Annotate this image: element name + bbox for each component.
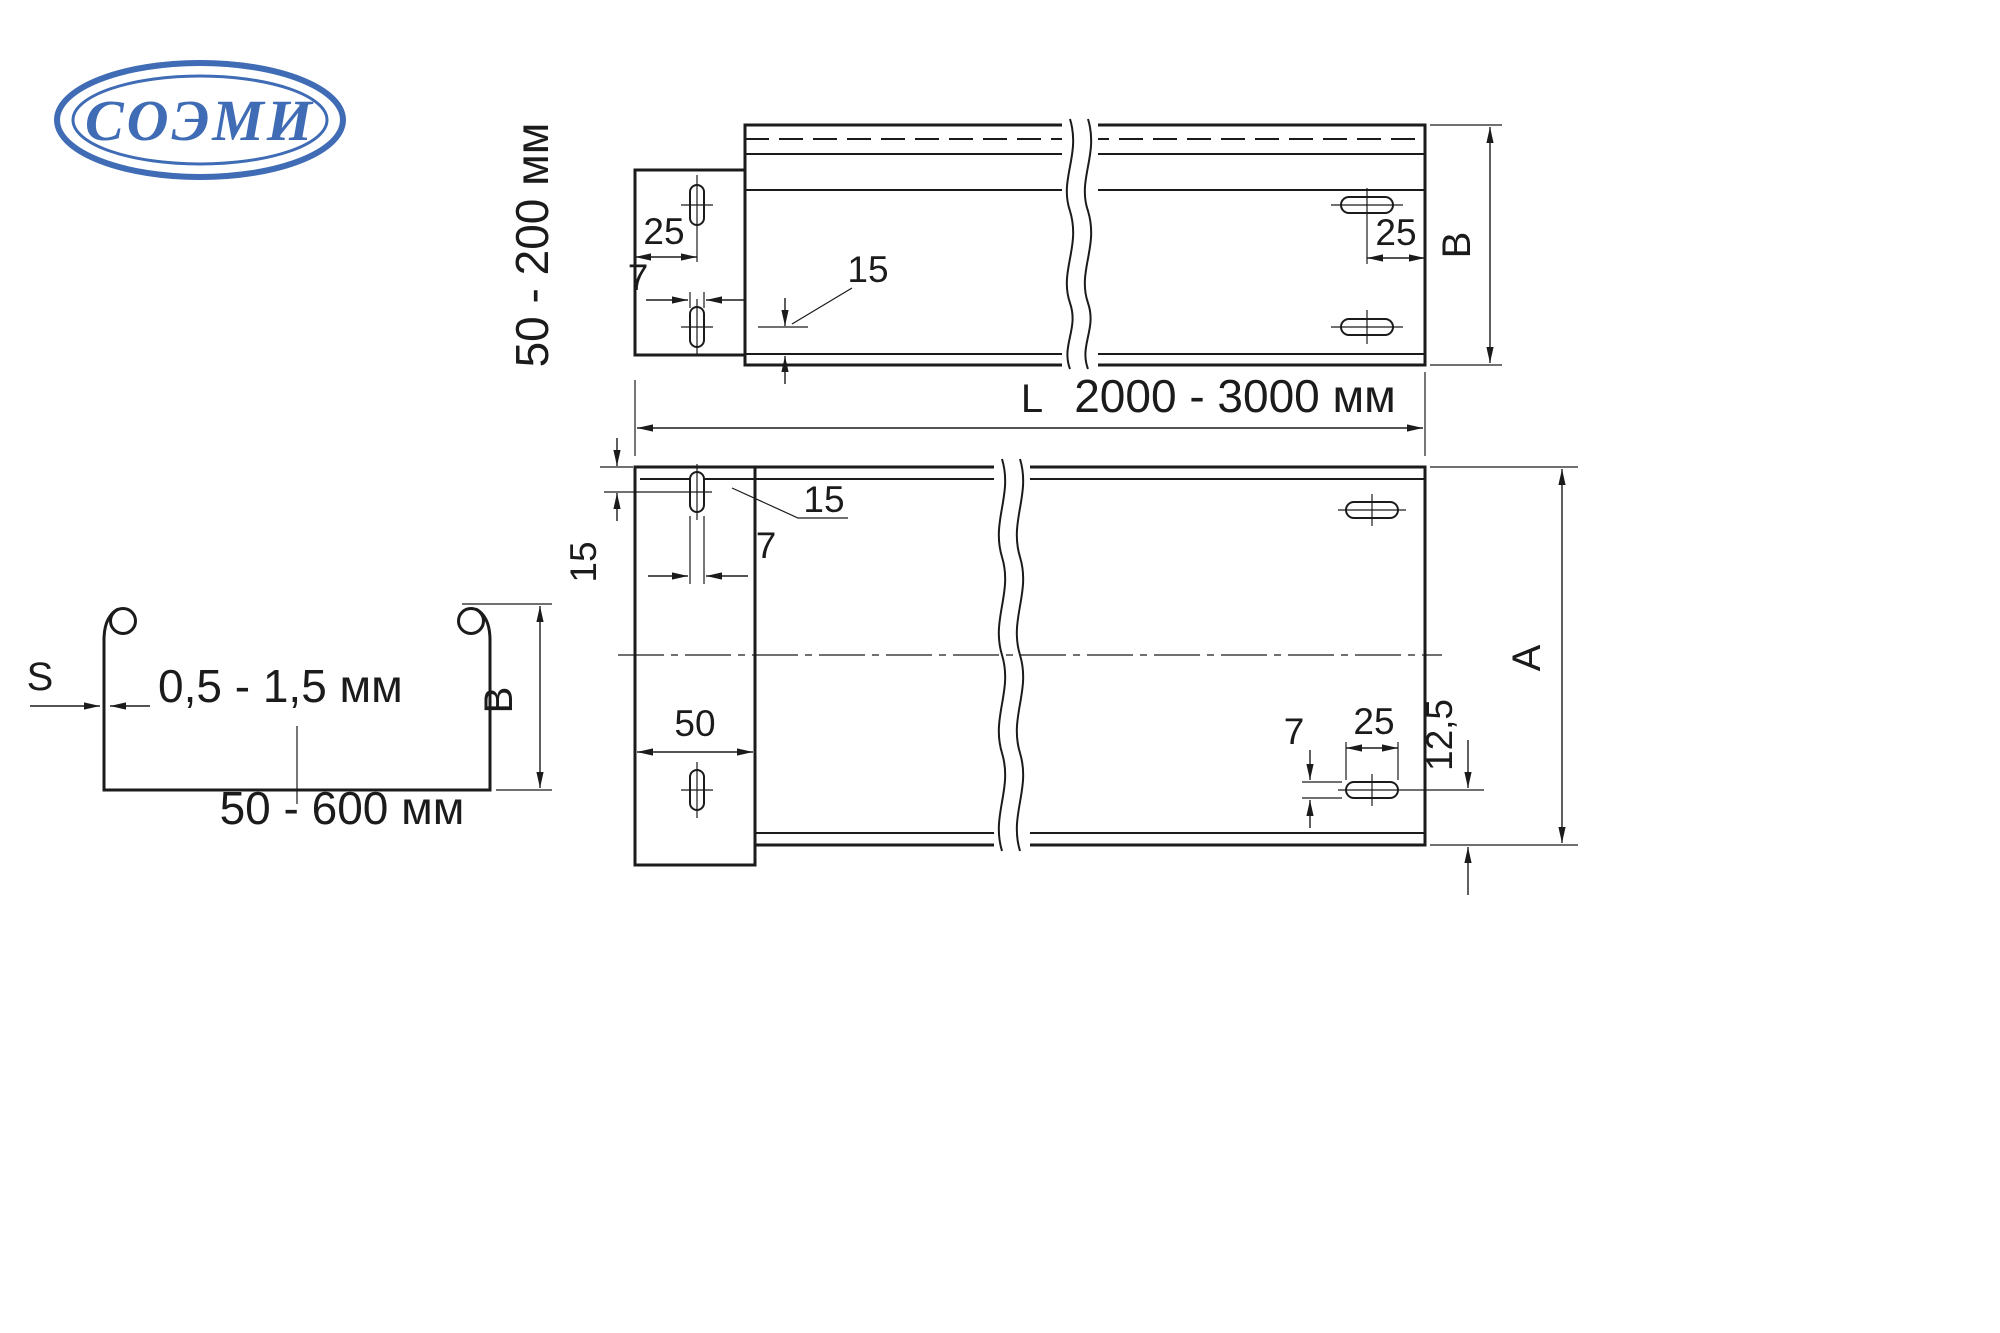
- leader-line: [791, 287, 853, 325]
- dim-label-edge-offset: 15: [847, 249, 888, 290]
- dim-label-bottom-offset: 12,5: [1419, 699, 1460, 771]
- dim-label-slot-width: 7: [628, 257, 649, 298]
- side-height-range-label: 50 - 200 мм: [506, 123, 558, 368]
- dim-label-end-offset: 25: [1375, 212, 1416, 253]
- dim-label-top-offset: 15: [563, 541, 604, 582]
- edge-curl: [109, 607, 137, 635]
- logo: СОЭМИ: [54, 60, 346, 180]
- dim-label-slot-width-bottom: 7: [1284, 711, 1305, 752]
- tab-outline: [633, 168, 745, 357]
- dim-label-length-letter: L: [1021, 377, 1043, 421]
- plan-view: 15 15 7 50 7 25 12,5 A: [563, 438, 1578, 895]
- edge-curl: [457, 607, 485, 635]
- dim-label-slot-length: 15: [803, 479, 844, 520]
- logo-text: СОЭМИ: [85, 88, 315, 153]
- break-mask: [1062, 118, 1098, 370]
- length-dimension: L 2000 - 3000 мм: [634, 370, 1426, 456]
- leader-line: [731, 487, 848, 519]
- dim-label-height-letter: B: [1435, 232, 1479, 259]
- body-outline: [753, 465, 1427, 847]
- length-range-label: 2000 - 3000 мм: [1074, 370, 1396, 422]
- dim-label-height-letter: B: [477, 687, 521, 714]
- side-view: 25 7 15 25 B 50 - 200 мм: [506, 118, 1502, 384]
- dim-label-thickness-letter: S: [27, 655, 54, 699]
- dim-label-width-letter: A: [1505, 644, 1549, 671]
- break-line: [1065, 118, 1075, 370]
- width-range-label: 50 - 600 мм: [220, 782, 465, 834]
- dim-label-slot-width: 7: [756, 525, 777, 566]
- dim-label-slot-length-bottom: 25: [1353, 701, 1394, 742]
- break-line: [997, 458, 1007, 852]
- logo-inner-ring: [71, 74, 329, 166]
- dim-label-hole-offset: 25: [643, 211, 684, 252]
- dim-label-tab-width: 50: [674, 703, 715, 744]
- logo-outer-ring: [54, 60, 346, 180]
- cross-section-view: S 0,5 - 1,5 мм B 50 - 600 мм: [27, 603, 552, 834]
- break-line: [1083, 118, 1093, 370]
- thickness-range-label: 0,5 - 1,5 мм: [158, 660, 403, 712]
